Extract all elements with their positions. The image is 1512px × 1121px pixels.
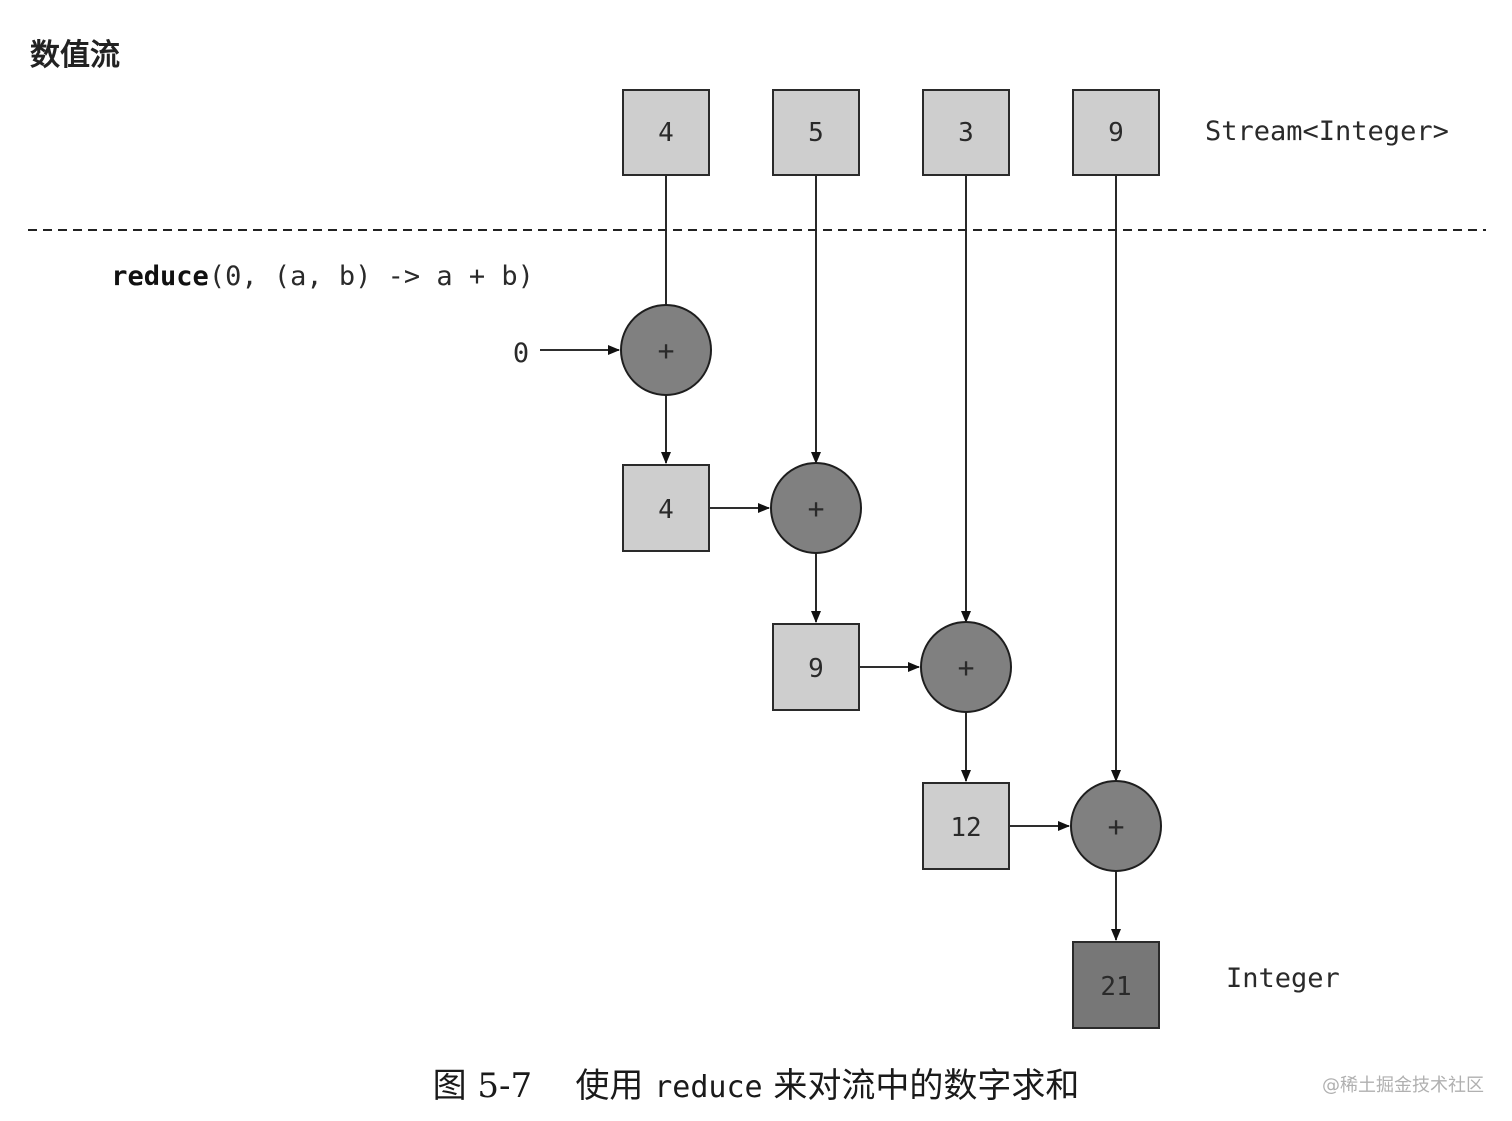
stream-element-box: 9 [1072,89,1160,176]
add-operator-node: + [620,304,712,396]
plus-symbol: + [958,651,975,684]
stream-element-box: 4 [622,89,710,176]
add-operator-node: + [920,621,1012,713]
intermediate-result-value: 4 [658,495,674,525]
reduce-expression: reduce(0, (a, b) -> a + b) [30,261,583,292]
stream-element-value: 4 [658,118,674,148]
figure-caption: 图 5-7 使用 reduce 来对流中的数字求和 [0,1058,1512,1107]
caption-code: reduce [654,1070,763,1105]
plus-symbol: + [808,492,825,525]
intermediate-result-box: 12 [922,782,1010,870]
stream-element-box: 5 [772,89,860,176]
plus-symbol: + [1108,810,1125,843]
stream-element-value: 5 [808,118,824,148]
stream-element-box: 3 [922,89,1010,176]
result-type-label: Integer [1226,963,1340,994]
stream-type-label: Stream<Integer> [1205,116,1449,147]
figure-number: 图 5-7 [432,1066,533,1106]
intermediate-result-box: 9 [772,623,860,711]
intermediate-result-box: 4 [622,464,710,552]
final-result-box: 21 [1072,941,1160,1029]
intermediate-result-value: 9 [808,654,824,684]
caption-text-before: 使用 [575,1066,644,1106]
reduce-arguments: (0, (a, b) -> a + b) [209,261,534,292]
final-result-value: 21 [1100,972,1131,1002]
stream-element-value: 3 [958,118,974,148]
plus-symbol: + [658,334,675,367]
initial-value: 0 [513,338,529,369]
caption-text-after: 来对流中的数字求和 [773,1066,1080,1106]
add-operator-node: + [770,462,862,554]
add-operator-node: + [1070,780,1162,872]
watermark: @稀土掘金技术社区 [1322,1075,1484,1096]
connector-lines [540,175,1121,941]
intermediate-result-value: 12 [950,813,981,843]
stream-element-value: 9 [1108,118,1124,148]
reduce-keyword: reduce [111,261,209,292]
page-heading: 数值流 [30,38,120,73]
